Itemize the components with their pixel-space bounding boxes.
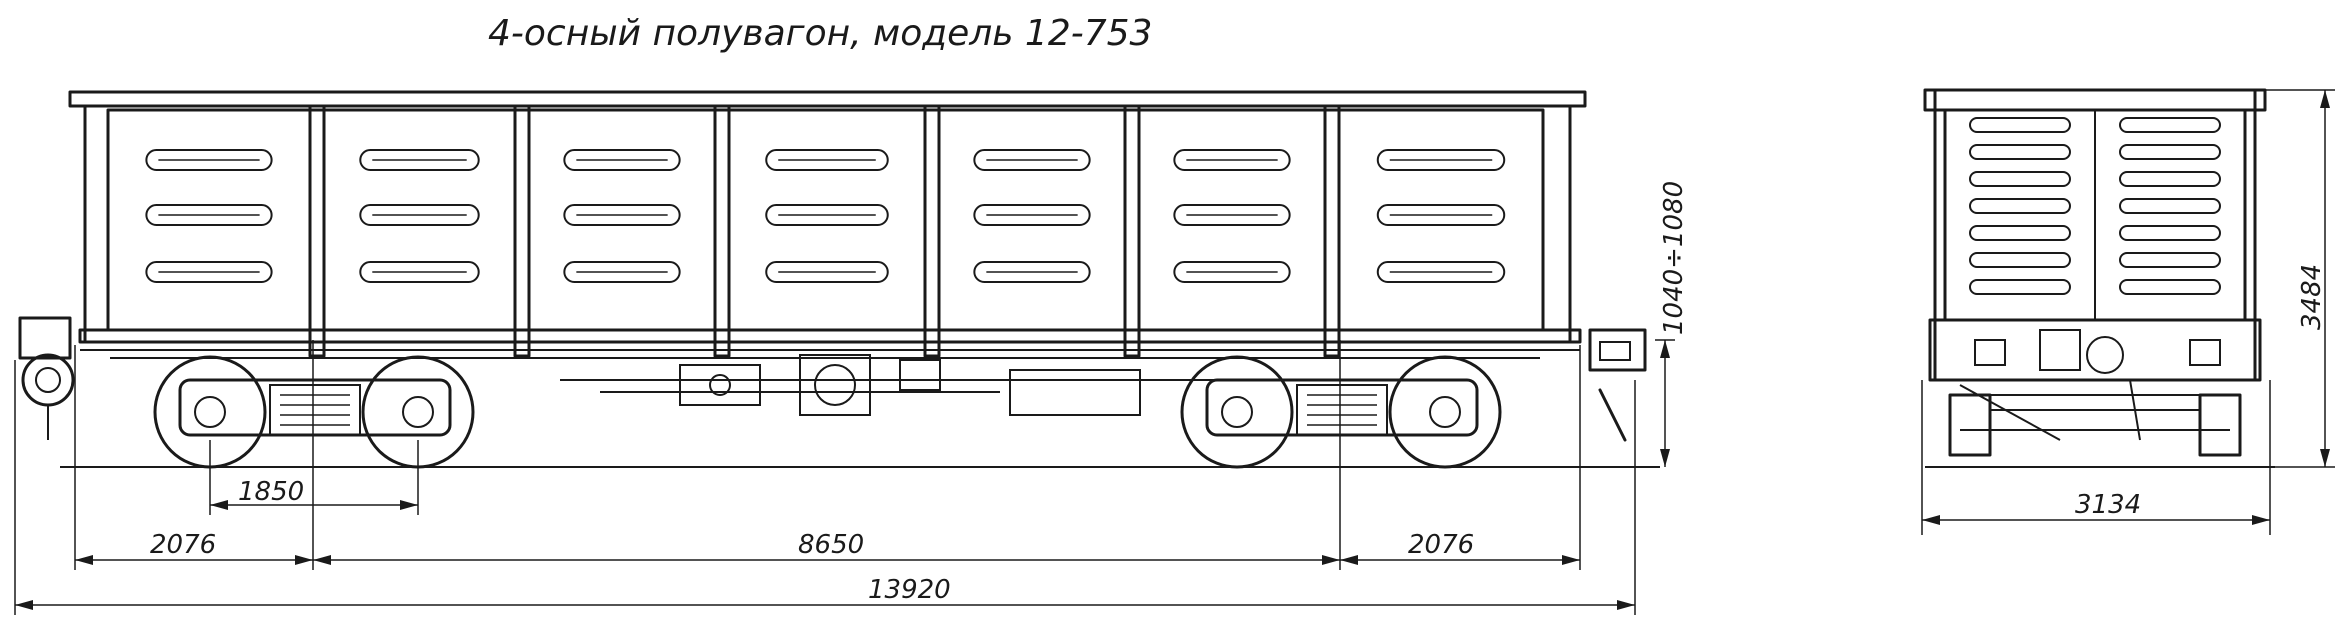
right-coupler: [1588, 328, 1647, 442]
end-slot: [1969, 279, 2071, 295]
panel-slot: [973, 149, 1091, 171]
panel-slot: [1173, 261, 1291, 283]
panel-slot: [563, 204, 681, 226]
end-slot: [1969, 117, 2071, 133]
dim-width: 3134: [2075, 490, 2141, 520]
panel-slot: [145, 204, 273, 226]
side-panel-slots: [145, 149, 1506, 283]
end-wall-slots: [1969, 117, 2221, 295]
panel-slot: [765, 261, 889, 283]
side-view: [18, 90, 1660, 469]
side-post: [513, 104, 531, 358]
panel-slot: [973, 204, 1091, 226]
side-post: [308, 104, 326, 358]
dim-overall-length: 13920: [868, 575, 951, 605]
panel-slot: [145, 149, 273, 171]
right-bogie: [1180, 355, 1502, 469]
end-slot: [1969, 171, 2071, 187]
left-bogie: [153, 355, 475, 469]
side-post: [923, 104, 941, 358]
side-view-dimensions: 1850 2076 8650 2076 13920 1040÷1080: [14, 181, 1689, 615]
panel-slot: [359, 204, 480, 226]
end-top-chord: [1923, 88, 2267, 112]
panel-slot: [973, 261, 1091, 283]
end-slot: [2119, 171, 2221, 187]
panel-slot: [359, 261, 480, 283]
brake-equipment: [560, 354, 1260, 416]
panel-slot: [359, 149, 480, 171]
end-slot: [2119, 117, 2221, 133]
panel-slot: [1376, 261, 1506, 283]
dim-bogie-centers: 8650: [798, 530, 864, 560]
dim-end-left: 2076: [150, 530, 216, 560]
end-slot: [2119, 252, 2221, 268]
panel-slot: [1173, 204, 1291, 226]
left-coupler: [18, 316, 75, 440]
end-slot: [1969, 144, 2071, 160]
panel-slot: [765, 204, 889, 226]
panel-slot: [145, 261, 273, 283]
bottom-sill: [78, 328, 1582, 344]
panel-slot: [1376, 204, 1506, 226]
top-chord: [68, 90, 1587, 108]
panel-slot: [563, 261, 681, 283]
drawing-title: 4-осный полувагон, модель 12-753: [488, 13, 1152, 54]
panel-slot: [1173, 149, 1291, 171]
side-post: [713, 104, 731, 358]
dim-bogie-base: 1850: [238, 477, 304, 507]
side-post: [1323, 104, 1341, 358]
end-slot: [1969, 225, 2071, 241]
dim-end-right: 2076: [1408, 530, 1474, 560]
panel-slot: [1376, 149, 1506, 171]
end-slot: [2119, 225, 2221, 241]
dim-height-range: 1040÷1080: [1659, 181, 1689, 335]
panel-slot: [765, 149, 889, 171]
end-slot: [2119, 198, 2221, 214]
end-sill: [1928, 318, 2262, 382]
end-slot: [1969, 198, 2071, 214]
dim-height: 3484: [2297, 264, 2327, 330]
panel-slot: [563, 149, 681, 171]
end-view-dimensions: 3134 3484: [1921, 89, 2335, 535]
end-slot: [2119, 279, 2221, 295]
side-post: [1123, 104, 1141, 358]
end-view: [1923, 88, 2275, 468]
end-slot: [1969, 252, 2071, 268]
end-slot: [2119, 144, 2221, 160]
side-posts: [308, 104, 1341, 358]
